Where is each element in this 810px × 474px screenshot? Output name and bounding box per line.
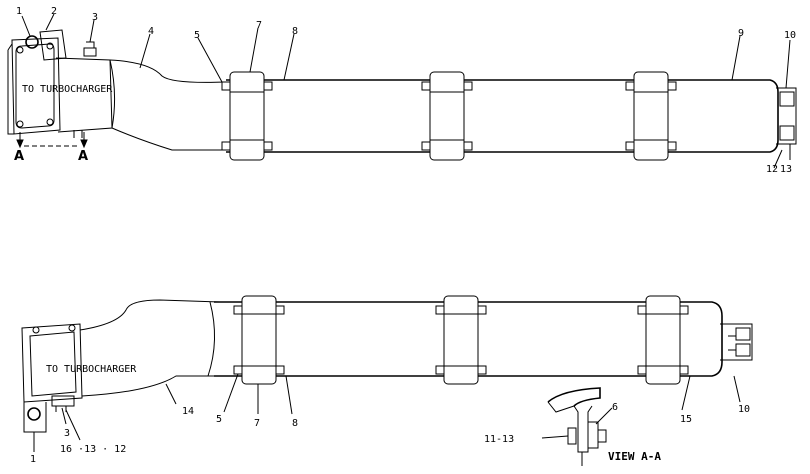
upper-flange-text: TO TURBOCHARGER xyxy=(22,84,113,95)
upper-callouts: 1 2 3 4 5 7 8 9 10 12 13 xyxy=(16,6,796,175)
callout-14: 14 xyxy=(182,406,194,417)
upper-clamp-2 xyxy=(421,71,473,161)
section-a-a-marker: A A xyxy=(14,132,88,164)
callout-9: 9 xyxy=(738,28,744,39)
lower-callouts: 1 3 16 ·13 · 12 14 5 7 8 15 10 xyxy=(30,373,750,465)
callout-5-lower: 5 xyxy=(216,414,222,425)
callout-8-lower: 8 xyxy=(292,418,298,429)
callout-5: 5 xyxy=(194,30,200,41)
lower-clamp-1 xyxy=(233,295,285,385)
lower-manifold-assembly: TO TURBOCHARGER xyxy=(21,295,753,465)
callout-7-lower: 7 xyxy=(254,418,260,429)
callout-16-13-12: 16 ·13 · 12 xyxy=(60,444,126,455)
callout-15: 15 xyxy=(680,414,692,425)
callout-8: 8 xyxy=(292,26,298,37)
callout-13: 13 xyxy=(780,164,792,175)
section-mark-right: A xyxy=(78,149,88,164)
lower-clamp-3 xyxy=(637,295,689,385)
callout-12: 12 xyxy=(766,164,778,175)
upper-turbo-flange: TO TURBOCHARGER xyxy=(7,29,113,138)
callout-7: 7 xyxy=(256,20,262,31)
lower-straight-tube xyxy=(214,301,723,377)
lower-clamp-2 xyxy=(435,295,487,385)
upper-clamp-1 xyxy=(221,71,273,161)
callout-3-lower: 3 xyxy=(64,428,70,439)
callout-10: 10 xyxy=(784,30,796,41)
lower-flange-text: TO TURBOCHARGER xyxy=(46,364,137,375)
callout-2: 2 xyxy=(51,6,57,17)
upper-elbow-pipe xyxy=(109,59,227,151)
callout-1: 1 xyxy=(16,6,22,17)
upper-straight-tube xyxy=(226,79,779,153)
upper-end-cap xyxy=(776,87,797,160)
callout-1-lower: 1 xyxy=(30,454,36,465)
lower-end-cap xyxy=(720,323,753,361)
view-aa-callout-6: 6 xyxy=(612,402,618,413)
view-aa-callout-11-13: 11-13 xyxy=(484,434,514,445)
callout-4: 4 xyxy=(148,26,154,37)
lower-elbow-pipe xyxy=(79,299,221,397)
lower-turbo-flange: TO TURBOCHARGER xyxy=(21,323,137,433)
section-mark-left: A xyxy=(14,149,24,164)
callout-10-lower: 10 xyxy=(738,404,750,415)
view-aa-title: VIEW A-A xyxy=(608,450,661,463)
callout-3: 3 xyxy=(92,12,98,23)
upper-clamp-3 xyxy=(625,71,677,161)
view-a-a-detail: 6 11-13 VIEW A-A xyxy=(484,387,661,466)
upper-manifold-assembly: TO TURBOCHARGER A A xyxy=(7,6,797,175)
